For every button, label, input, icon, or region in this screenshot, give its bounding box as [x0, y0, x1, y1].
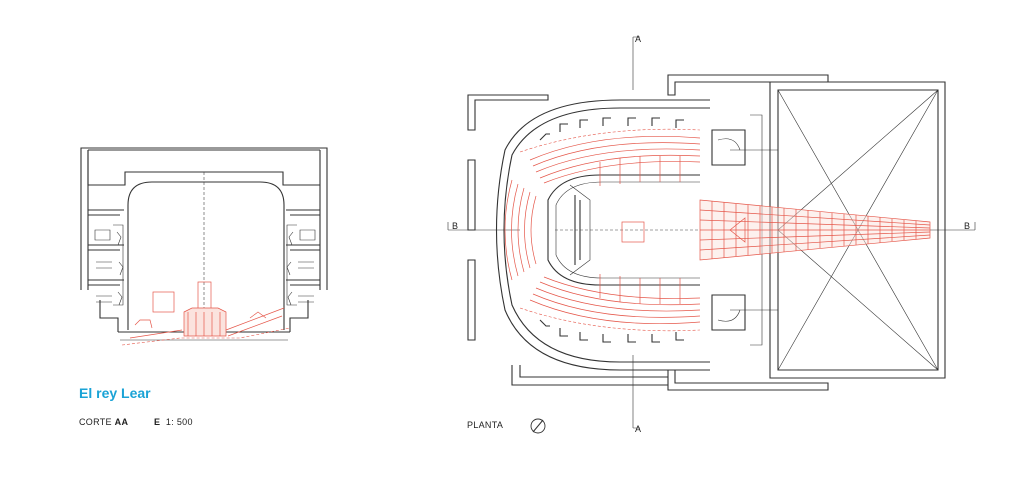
drawing-title: El rey Lear [79, 385, 151, 401]
marker-top-a: A [635, 34, 641, 44]
scale-symbol: E [154, 417, 161, 427]
marker-right-b: B [964, 221, 970, 231]
section-caption-id: AA [114, 417, 129, 427]
section-drawing [80, 147, 328, 346]
section-red-stage [121, 281, 291, 346]
north-arrow-icon [530, 418, 546, 434]
scale-caption: E 1: 500 [154, 417, 193, 427]
marker-bottom-a: A [635, 424, 641, 434]
plan-stage-grid [699, 199, 931, 261]
plan-caption: PLANTA [467, 420, 504, 430]
plan-drawing: A A B B [447, 34, 976, 434]
plan-seating [504, 128, 701, 332]
marker-left-b: B [452, 221, 458, 231]
section-caption-label: CORTE [79, 417, 112, 427]
scale-value: 1: 500 [165, 417, 193, 427]
section-caption: CORTE AA [79, 417, 128, 427]
